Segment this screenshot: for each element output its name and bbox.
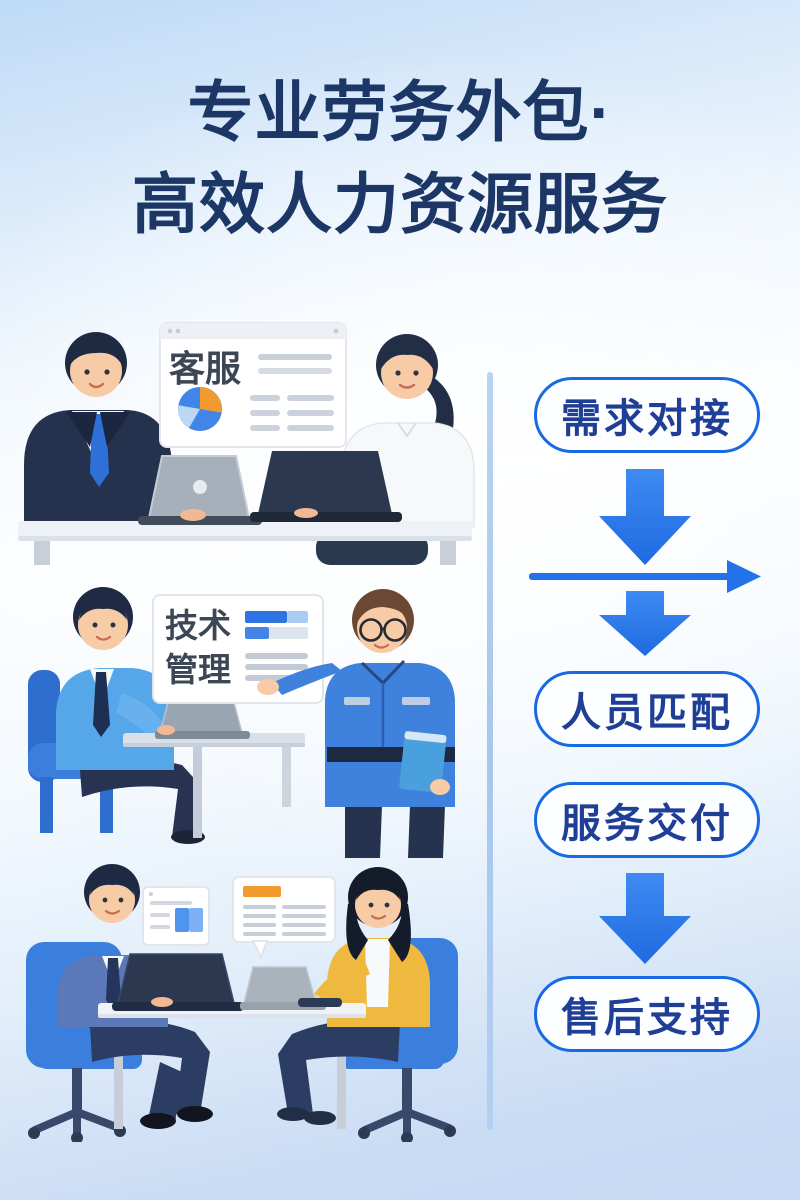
app-window-card [142,886,210,946]
progress-bars-icon [245,611,308,639]
scene-after-sales-illustration [26,864,458,1142]
scene-technical-management-illustration: 技术 管理 [28,587,455,858]
laptop-navy-icon [250,451,402,522]
laptop-gray-icon [240,966,342,1010]
laptop-navy-icon [112,953,244,1011]
customer-service-card: 客服 [159,322,347,448]
pie-chart-icon [178,387,222,431]
right-line-arrow-icon [529,560,761,593]
page-title: 专业劳务外包· 高效人力资源服务 [0,66,800,250]
block-down-arrow-icon [599,469,691,565]
speech-bubble-card [232,876,336,960]
person-male-blue-shirt [56,587,205,844]
table-leg [337,1017,346,1129]
block-down-arrow-icon [599,591,691,656]
laptop-gray-icon [138,455,262,525]
flow-step-label: 服务交付 [561,802,733,846]
blue-book-icon [399,731,447,793]
title-line-2: 高效人力资源服务 [132,167,668,241]
vertical-divider [487,372,493,1130]
flow-step-after-sales-support: 售后支持 [534,976,760,1052]
scene-customer-service-illustration: 客服 [18,322,475,565]
glasses-icon [359,618,407,642]
flow-step-label: 人员匹配 [561,691,733,735]
laptop-gray-small-icon [155,694,250,739]
card-line-management: 管理 [165,651,231,688]
person-male-uniform [257,589,455,858]
flow-step-label: 需求对接 [561,397,733,441]
title-line-1: 专业劳务外包· [187,75,613,149]
flow-step-service-delivery: 服务交付 [534,782,760,858]
technical-management-card: 技术 管理 [152,594,324,704]
table-leg [114,1017,123,1129]
block-down-arrow-icon [599,873,691,964]
flow-step-label: 售后支持 [561,996,733,1040]
person-female-blouse [308,334,475,528]
desk [18,521,472,541]
flow-step-demand-alignment: 需求对接 [534,377,760,453]
card-title-customer-service: 客服 [169,348,241,389]
card-line-technology: 技术 [165,607,231,644]
flow-step-staff-matching: 人员匹配 [534,671,760,747]
